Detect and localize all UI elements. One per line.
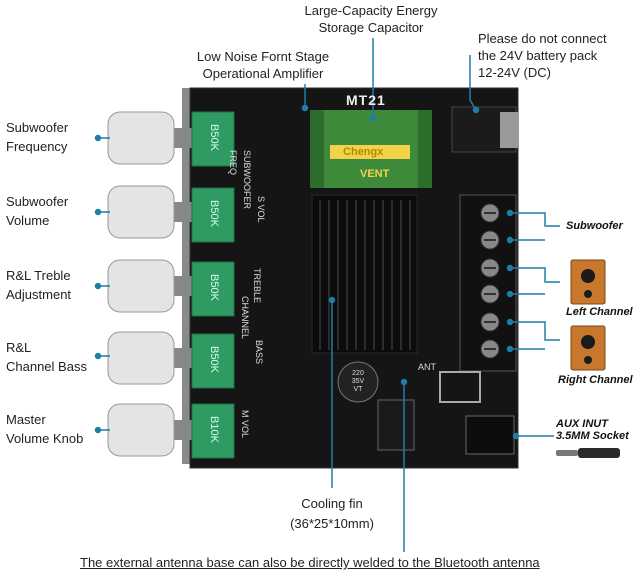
cooling-callout: Cooling fin (36*25*10mm) — [290, 496, 374, 531]
knob-callout-4: R&L Channel Bass — [6, 340, 87, 374]
small-capacitor — [337, 361, 379, 403]
silk-treble: TREBLE — [252, 268, 262, 304]
opamp-callout: Low Noise Fornt Stage Operational Amplif… — [196, 49, 330, 81]
knob-callout-5: Master Volume Knob — [6, 412, 84, 446]
antenna-note: The external antenna base can also be di… — [80, 555, 540, 570]
pot-label-4: B50K — [208, 346, 220, 373]
left-channel-label: Left Channel — [566, 306, 633, 318]
pot-2 — [191, 187, 235, 243]
knob-callout-3: R&L Treble Adjustment — [6, 268, 72, 302]
leader-lines — [94, 38, 560, 552]
bt-antenna — [439, 371, 481, 403]
pot-3 — [191, 261, 235, 317]
right-channel-label: Right Channel — [558, 374, 633, 386]
silk-ant: ANT — [418, 362, 436, 372]
pot-5 — [191, 403, 235, 459]
speaker-left — [570, 259, 606, 305]
bt-chip — [377, 399, 415, 451]
battery-callout: Please do not connect the 24V battery pa… — [478, 31, 607, 80]
pot-label-3: B50K — [208, 274, 220, 301]
screw-terminals — [459, 194, 517, 372]
capacitor-brand: Chengx — [343, 146, 384, 158]
silk-bass: BASS — [254, 340, 264, 365]
silk-channel: CHANNEL — [240, 296, 250, 340]
silk-subwoofer: SUBWOOFER — [242, 150, 252, 210]
dc-jack — [451, 106, 518, 153]
knob-1 — [107, 111, 200, 165]
board-model: MT21 — [346, 92, 386, 108]
aux-label: AUX INUT 3.5MM Socket — [556, 418, 629, 442]
heatsink — [311, 194, 418, 354]
pot-4 — [191, 333, 235, 389]
pot-1 — [191, 111, 235, 167]
pot-label-1: B50K — [208, 124, 220, 151]
pot-label-2: B50K — [208, 200, 220, 227]
knob-callout-2: Subwoofer Volume — [6, 194, 69, 228]
energy-capacitor — [310, 110, 432, 188]
subwoofer-output-label: Subwoofer — [566, 220, 623, 232]
silk-mvol: M VOL — [240, 410, 250, 439]
pot-label-5: B10K — [208, 416, 220, 443]
silk-freq: FREQ — [228, 150, 238, 176]
small-capacitor-label: 220 35V VT — [351, 370, 365, 393]
aux-plug-icon — [556, 448, 620, 458]
capacitor-text: VENT — [360, 168, 390, 180]
knob-callout-1: Subwoofer Frequency — [6, 120, 69, 154]
aux-jack — [465, 415, 515, 455]
speaker-right — [570, 325, 606, 371]
silk-svol: S VOL — [256, 196, 266, 223]
capacitor-callout: Large-Capacity Energy Storage Capacitor — [304, 3, 438, 35]
